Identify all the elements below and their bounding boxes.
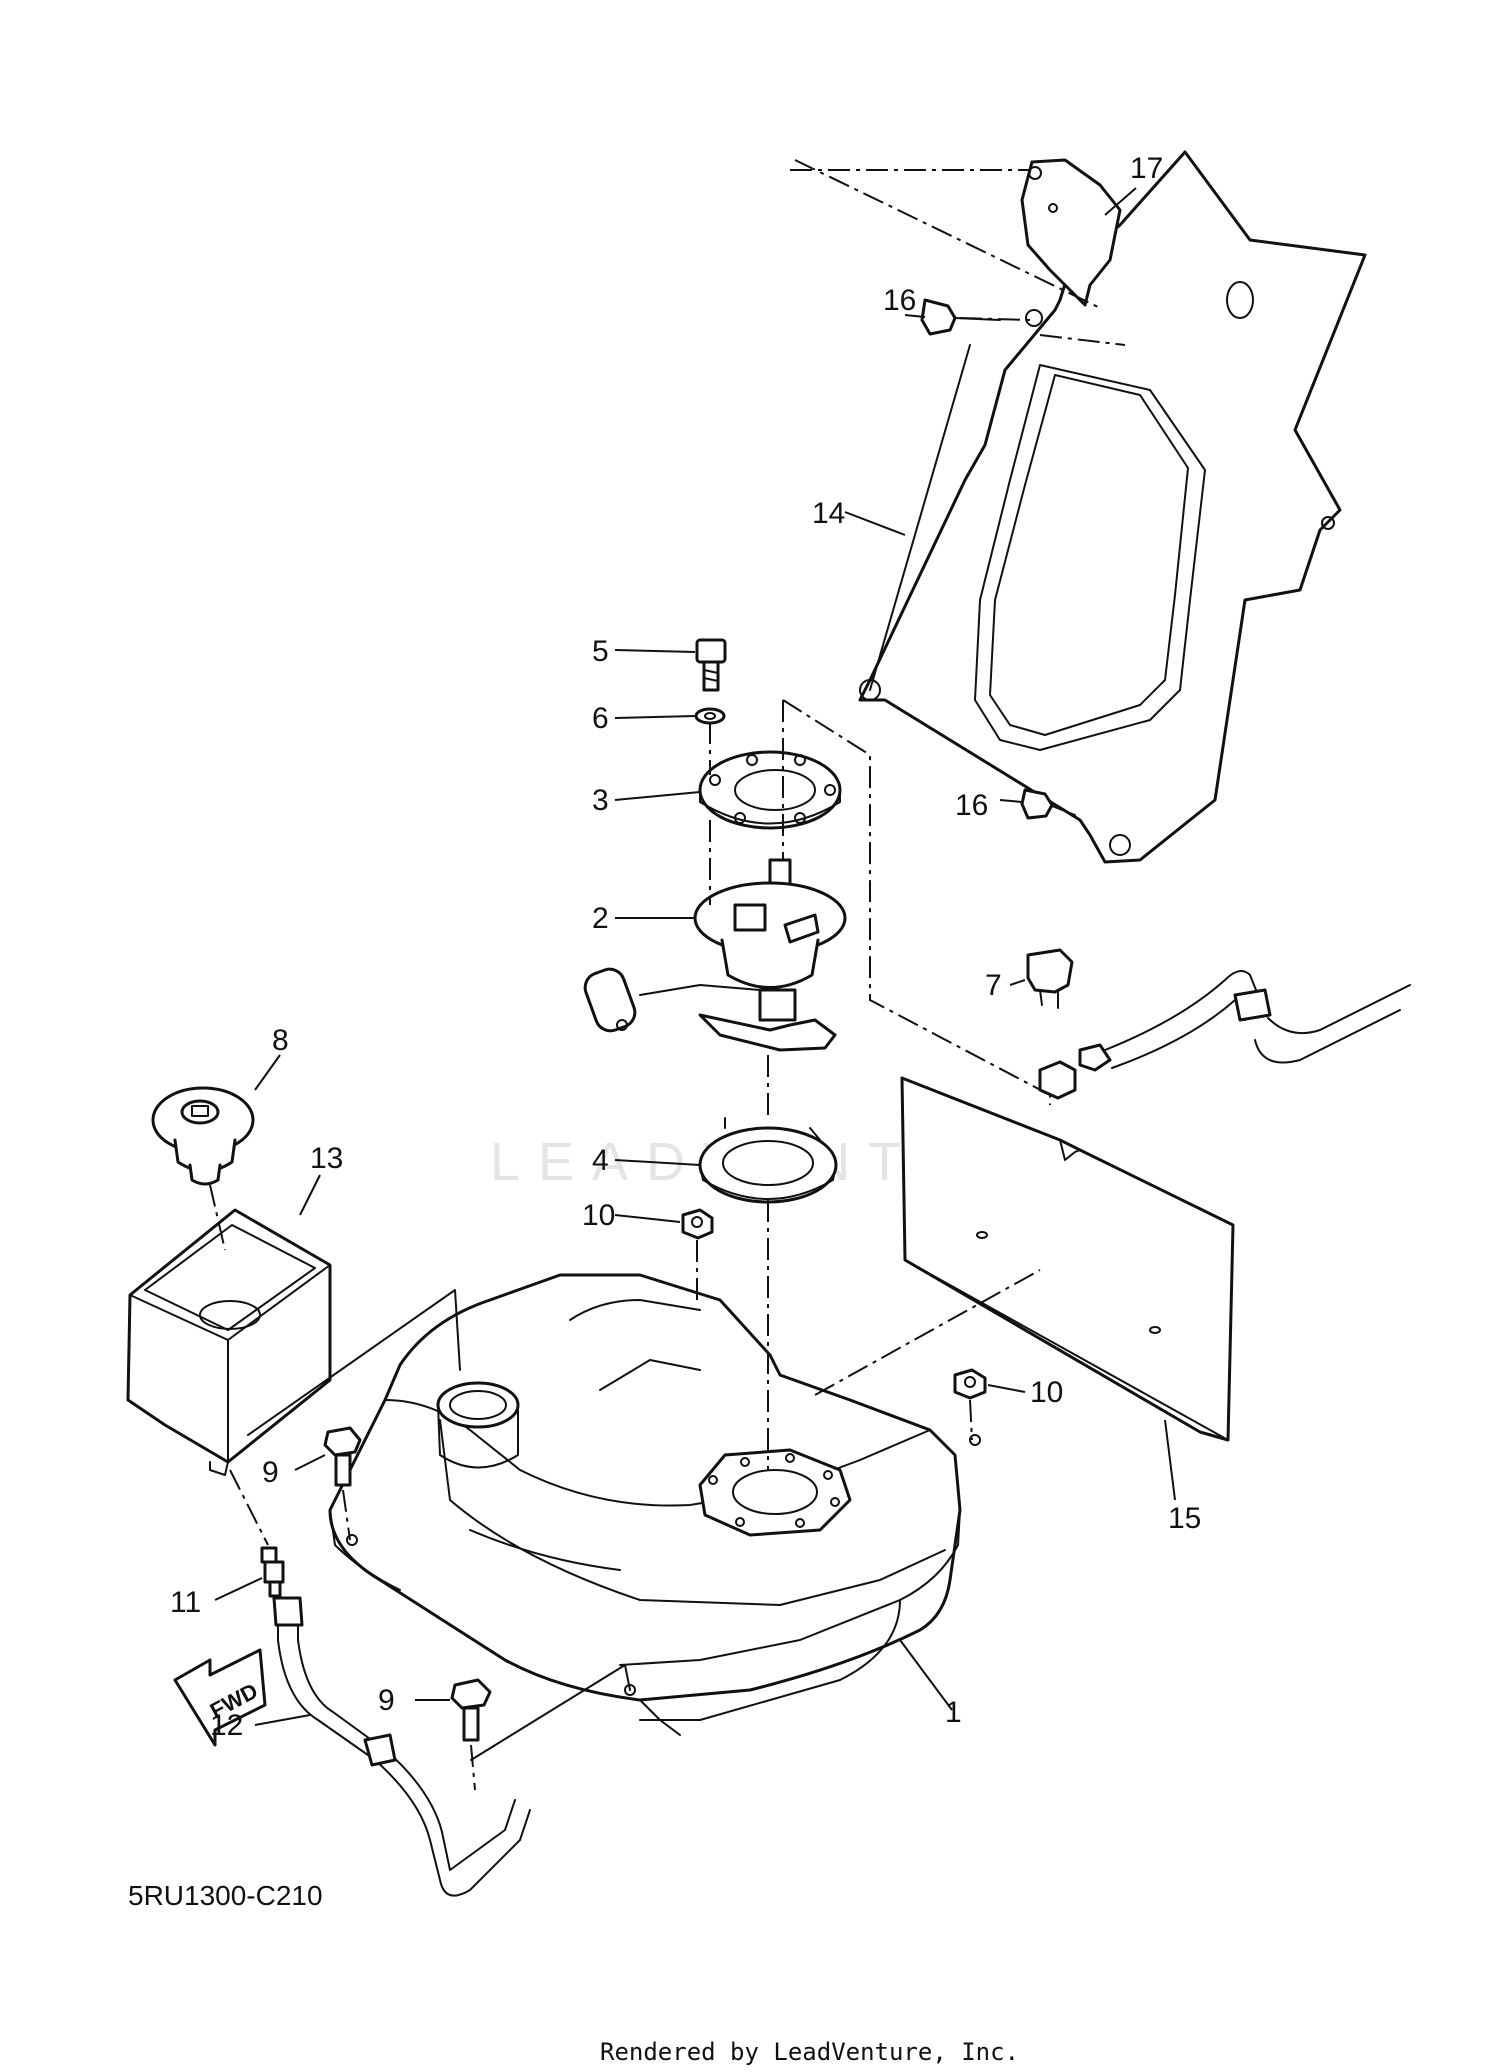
callout-10-right: 10 xyxy=(1030,1376,1063,1409)
callout-13: 12 xyxy=(210,1709,243,1742)
callout-numbers: 17 16 14 5 6 3 16 2 7 8 13 4 10 10 9 15 … xyxy=(170,152,1201,1742)
part-13-drain-hose xyxy=(272,1596,531,1897)
part-9-bolt-upper xyxy=(323,1426,362,1487)
part-12-fitting xyxy=(260,1546,285,1598)
callout-16-lower: 16 xyxy=(955,789,988,822)
part-2-fuel-pump xyxy=(583,858,847,1052)
callout-2: 2 xyxy=(592,902,609,935)
callout-9-lower: 9 xyxy=(378,1684,395,1717)
callout-17: 15 xyxy=(1168,1502,1201,1535)
part-17-mat xyxy=(900,1076,1235,1442)
callout-5: 5 xyxy=(592,635,609,668)
callout-7: 7 xyxy=(985,969,1002,1002)
part-4-ring-nut xyxy=(698,1117,838,1204)
callout-12: 11 xyxy=(170,1586,201,1619)
callout-6: 6 xyxy=(592,702,609,735)
part-6-washer xyxy=(694,707,726,725)
render-credit: Rendered by LeadVenture, Inc. xyxy=(600,2038,1019,2066)
part-14-heat-shield xyxy=(858,150,1367,864)
fwd-arrow-icon: FWD xyxy=(173,1648,267,1747)
part-hose-assembly xyxy=(1038,970,1411,1100)
callout-9-upper: 9 xyxy=(262,1456,279,1489)
part-16-fastener-upper xyxy=(920,298,1043,336)
part-3-retaining-plate xyxy=(698,750,842,830)
leader-lines xyxy=(214,187,1176,1726)
callout-14: 14 xyxy=(812,497,845,530)
part-11-reservoir xyxy=(126,1208,332,1476)
part-10-nut-right xyxy=(953,1368,987,1400)
callout-15: 17 xyxy=(1130,152,1163,185)
part-9-bolt-lower xyxy=(450,1678,492,1742)
drawing-code: 5RU1300-C210 xyxy=(128,1880,323,1911)
callout-4: 4 xyxy=(592,1144,609,1177)
part-15-cover-plate xyxy=(1020,158,1122,307)
part-16-fastener-lower xyxy=(1020,788,1076,820)
callout-1: 1 xyxy=(945,1696,962,1729)
callout-16-upper: 16 xyxy=(883,284,916,317)
part-8-filler-cap xyxy=(151,1086,255,1186)
callout-10-upper: 10 xyxy=(582,1199,615,1232)
assembly-lines xyxy=(209,159,1126,1791)
part-1-fuel-tank xyxy=(328,1273,981,1736)
part-7-cap xyxy=(1026,948,1074,1009)
callout-11: 13 xyxy=(310,1142,343,1175)
part-5-bolt xyxy=(695,638,727,692)
callout-3: 3 xyxy=(592,784,609,817)
callout-8: 8 xyxy=(272,1024,289,1057)
part-10-nut-upper xyxy=(681,1208,714,1240)
